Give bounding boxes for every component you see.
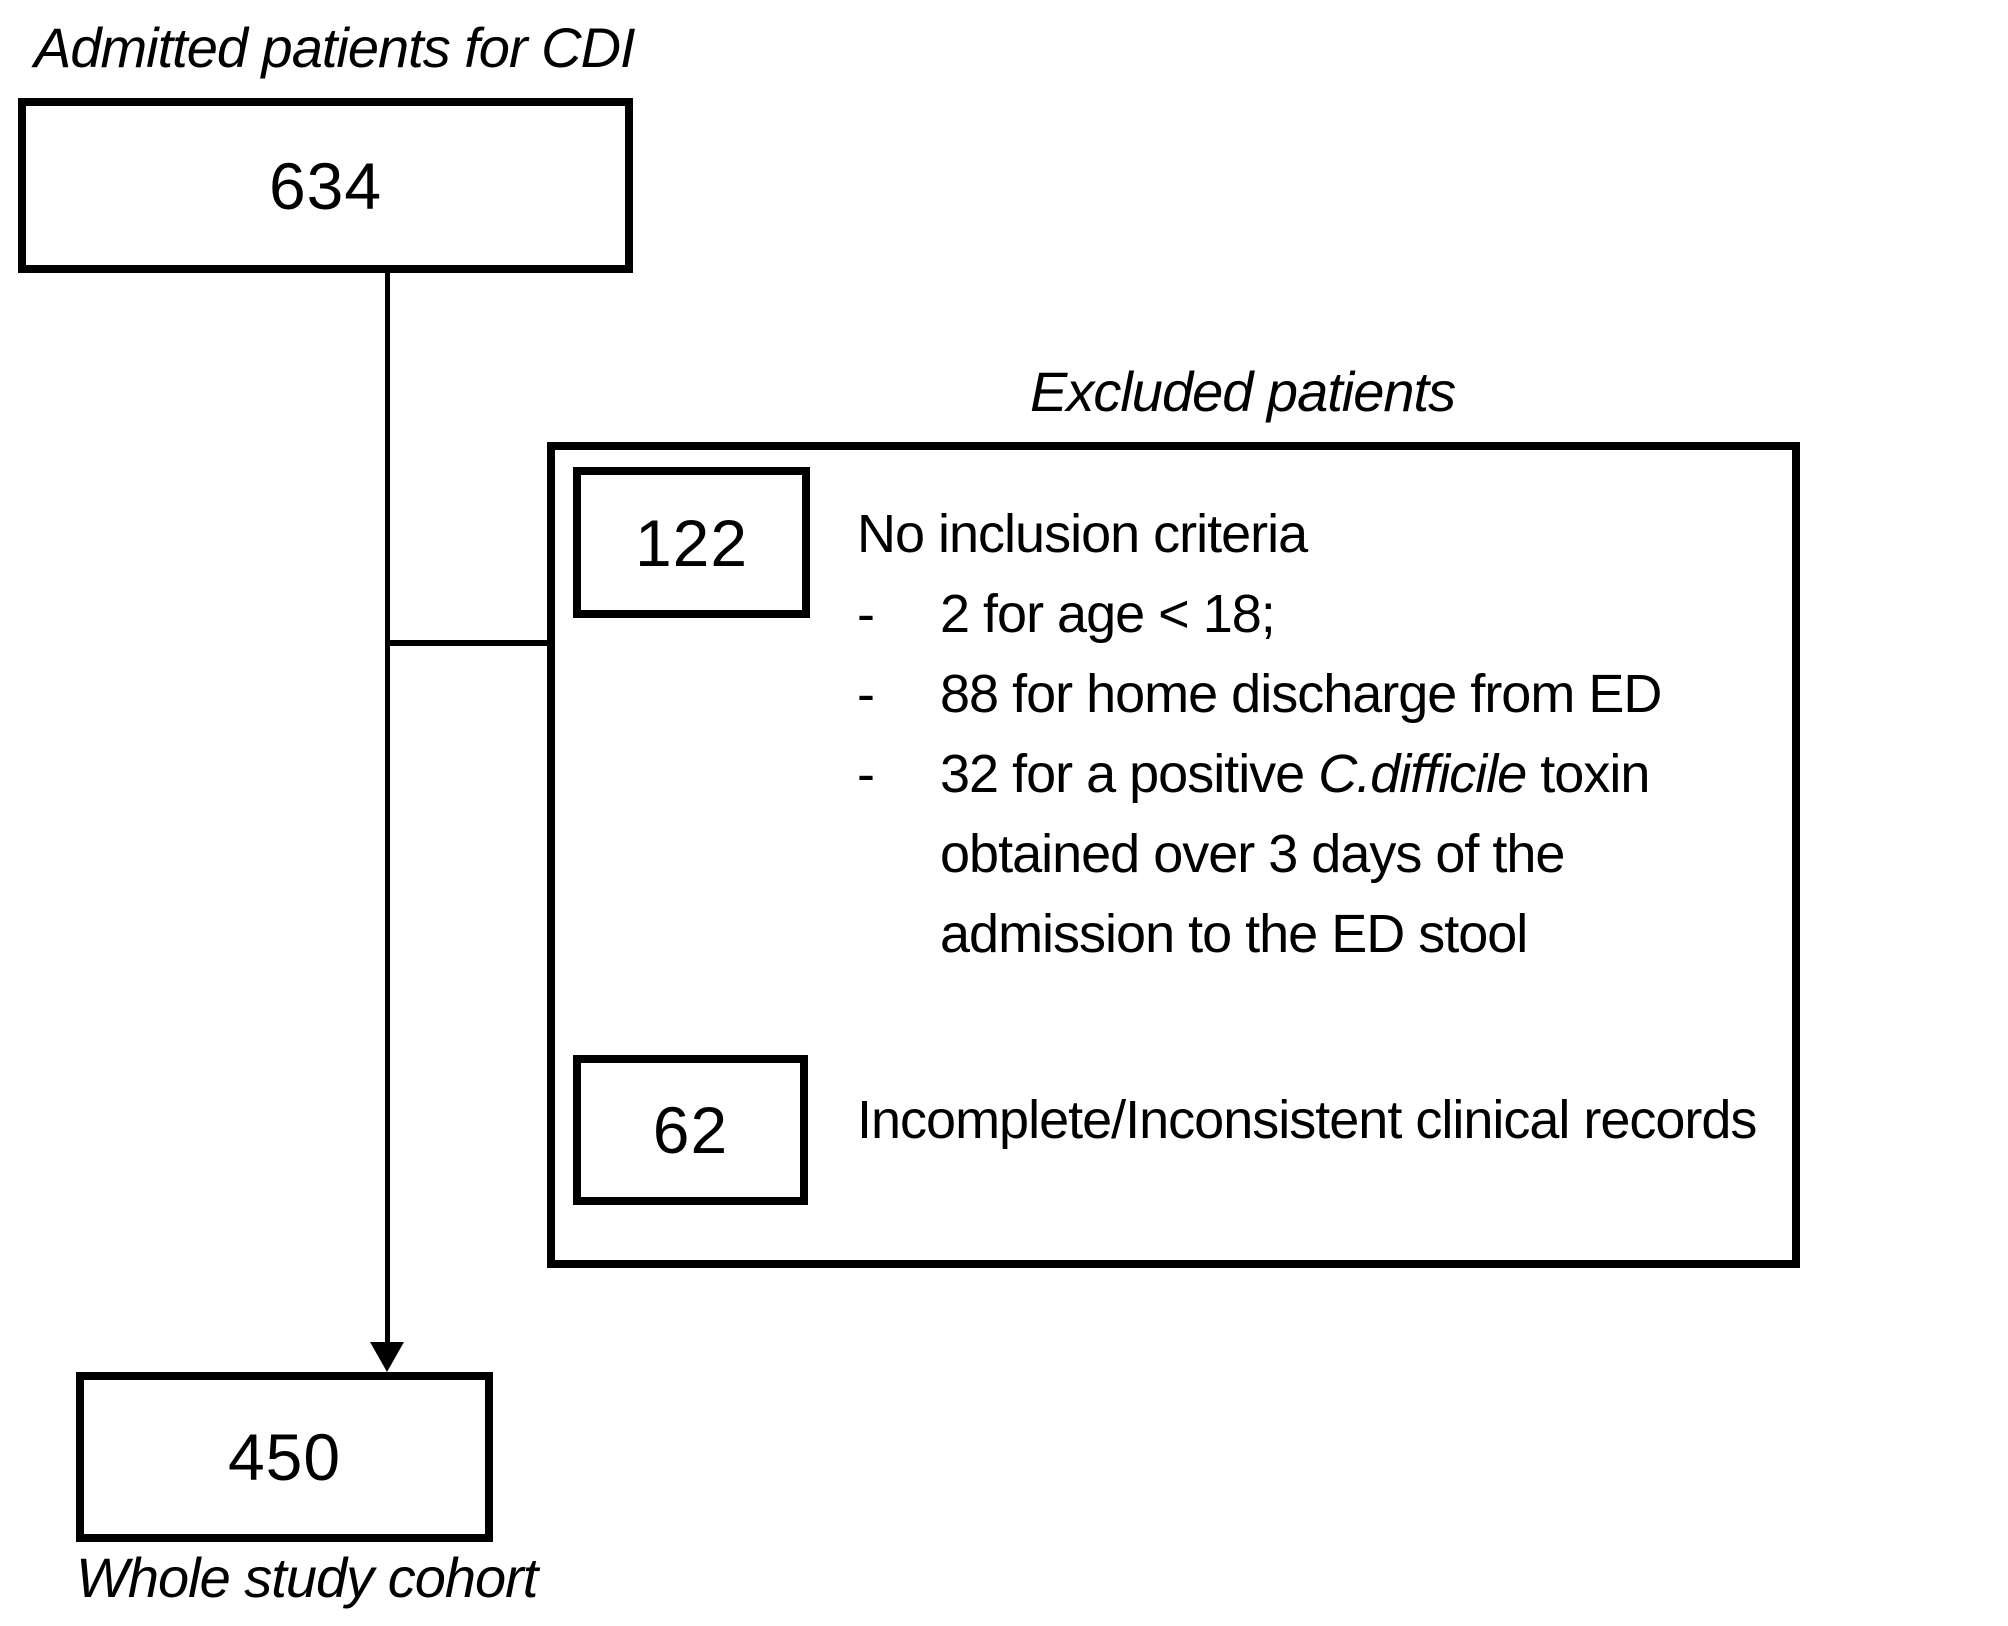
bullet-toxin-line3: admission to the ED stool — [940, 904, 1528, 964]
bullet-text: 2 for age < 18; — [940, 584, 1276, 644]
bullet-item-toxin: - 32 for a positive C.difficile toxin ob… — [857, 734, 1777, 974]
bullet-item-discharge: - 88 for home discharge from ED — [857, 654, 1777, 734]
no-inclusion-count: 122 — [634, 505, 749, 580]
bullet-dash: - — [857, 744, 875, 804]
admitted-count: 634 — [268, 148, 383, 223]
bullet-toxin-organism: C.difficile — [1318, 744, 1527, 804]
incomplete-count-box: 62 — [573, 1055, 808, 1205]
bullet-toxin-prefix: 32 for a positive — [940, 744, 1319, 804]
no-inclusion-title: No inclusion criteria — [857, 504, 1308, 564]
cohort-label: Whole study cohort — [76, 1546, 538, 1609]
bullet-item-age: - 2 for age < 18; — [857, 574, 1777, 654]
bullet-text: 32 for a positive C.difficile toxin obta… — [940, 734, 1650, 974]
bullet-toxin-suffix: toxin — [1526, 744, 1650, 804]
bullet-toxin-line1: 32 for a positive C.difficile toxin — [940, 734, 1650, 814]
admitted-label: Admitted patients for CDI — [34, 16, 636, 79]
incomplete-count: 62 — [652, 1093, 729, 1167]
incomplete-text: Incomplete/Inconsistent clinical records — [857, 1090, 1757, 1150]
flow-arrow-stem — [385, 273, 390, 1343]
down-arrowhead-icon — [370, 1342, 404, 1372]
admitted-count-box: 634 — [18, 98, 633, 273]
no-inclusion-text-block: No inclusion criteria - 2 for age < 18; … — [857, 494, 1777, 974]
exclusion-connector-line — [385, 640, 547, 646]
cohort-count-box: 450 — [76, 1372, 493, 1542]
bullet-dash: - — [857, 584, 875, 644]
bullet-text: 88 for home discharge from ED — [940, 664, 1662, 724]
bullet-dash: - — [857, 664, 875, 724]
bullet-toxin-line2: obtained over 3 days of the — [940, 824, 1565, 884]
excluded-label: Excluded patients — [1030, 360, 1456, 423]
cohort-count: 450 — [227, 1420, 342, 1494]
no-inclusion-count-box: 122 — [573, 467, 810, 618]
